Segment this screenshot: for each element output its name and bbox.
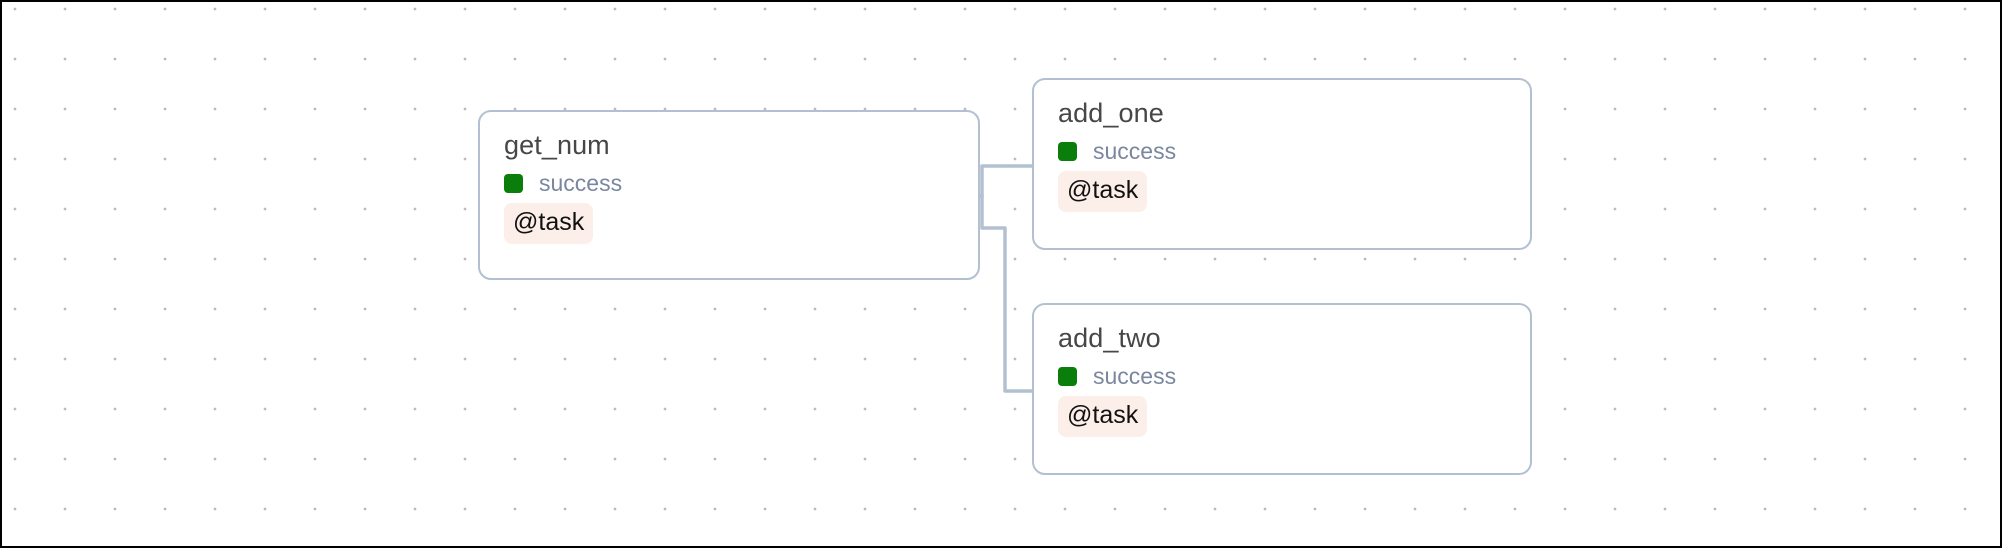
status-success-icon bbox=[504, 174, 523, 194]
node-status: success bbox=[1058, 363, 1506, 390]
node-tag-badge[interactable]: @task bbox=[504, 202, 594, 244]
flow-node-add_two[interactable]: add_two success @task bbox=[1032, 303, 1532, 475]
node-status-label: success bbox=[1093, 363, 1177, 390]
edge-get_num-add_two bbox=[978, 194, 1034, 393]
node-tags: @task bbox=[1058, 170, 1506, 212]
node-title: get_num bbox=[504, 130, 610, 160]
status-success-icon bbox=[1058, 367, 1077, 387]
node-tag-badge[interactable]: @task bbox=[1058, 170, 1148, 212]
node-title: add_two bbox=[1058, 323, 1161, 353]
node-tag-badge[interactable]: @task bbox=[1058, 395, 1148, 437]
node-tags: @task bbox=[1058, 395, 1506, 437]
node-status: success bbox=[504, 170, 954, 197]
status-success-icon bbox=[1058, 142, 1077, 162]
flow-node-get_num[interactable]: get_num success @task bbox=[478, 110, 980, 280]
node-status: success bbox=[1058, 138, 1506, 165]
node-tags: @task bbox=[504, 202, 954, 244]
node-title: add_one bbox=[1058, 98, 1164, 128]
node-status-label: success bbox=[539, 170, 623, 197]
node-status-label: success bbox=[1093, 138, 1177, 165]
flow-node-add_one[interactable]: add_one success @task bbox=[1032, 78, 1532, 250]
edge-get_num-add_one bbox=[978, 164, 1034, 198]
